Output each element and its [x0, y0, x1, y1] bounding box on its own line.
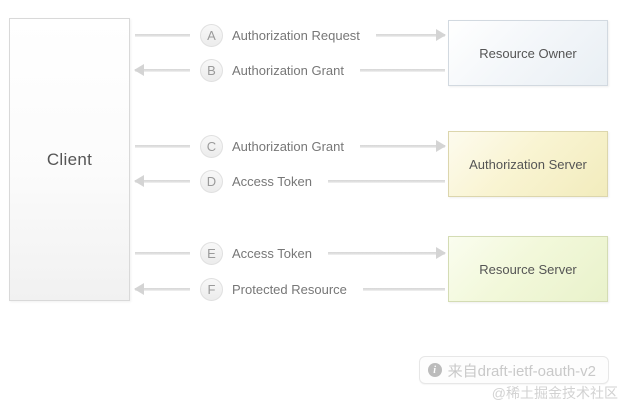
- arrow-right-icon: [360, 144, 445, 148]
- step-badge-a: A: [200, 23, 223, 47]
- step-badge-c: C: [200, 134, 223, 158]
- arrow-shaft-left: [135, 33, 190, 37]
- resource-owner-box: Resource Owner: [448, 20, 608, 86]
- flow-label: Access Token: [232, 173, 312, 189]
- step-letter: B: [207, 62, 216, 78]
- arrow-right-icon: [375, 33, 445, 37]
- arrow-left-icon: [135, 287, 190, 291]
- client-box: Client: [9, 18, 130, 301]
- flow-label: Authorization Request: [232, 27, 360, 43]
- step-letter: D: [206, 173, 217, 189]
- resource-server-box: Resource Server: [448, 236, 608, 302]
- arrow-shaft-left: [135, 144, 190, 148]
- flow-row-b: B Authorization Grant: [135, 58, 445, 82]
- flow-label: Authorization Grant: [232, 62, 345, 78]
- flow-row-f: F Protected Resource: [135, 277, 445, 301]
- client-box-label: Client: [46, 149, 93, 169]
- flow-label: Protected Resource: [232, 281, 347, 297]
- flow-row-d: D Access Token: [135, 169, 445, 193]
- arrow-shaft-right: [360, 68, 445, 72]
- step-badge-b: B: [200, 58, 223, 82]
- flow-row-e: E Access Token: [135, 241, 445, 265]
- info-icon: i: [427, 363, 442, 377]
- arrow-left-icon: [135, 179, 190, 183]
- step-badge-f: F: [200, 277, 223, 301]
- arrow-right-icon: [327, 251, 445, 255]
- step-letter: F: [207, 281, 216, 297]
- authorization-server-box: Authorization Server: [448, 131, 608, 197]
- step-badge-d: D: [200, 169, 223, 193]
- watermark-credit-text: @稀土掘金技术社区: [491, 385, 618, 400]
- flow-label: Authorization Grant: [232, 138, 345, 154]
- step-letter: C: [206, 138, 217, 154]
- resource-owner-label: Resource Owner: [479, 45, 577, 61]
- step-badge-e: E: [200, 241, 223, 265]
- watermark-source-text: 来自draft-ietf-oauth-v2: [447, 362, 596, 380]
- flow-row-c: C Authorization Grant: [135, 134, 445, 158]
- flow-row-a: A Authorization Request: [135, 23, 445, 47]
- step-letter: A: [207, 27, 216, 43]
- arrow-left-icon: [135, 68, 190, 72]
- resource-server-label: Resource Server: [479, 261, 577, 277]
- step-letter: E: [207, 245, 216, 261]
- arrow-shaft-left: [135, 251, 190, 255]
- arrow-shaft-right: [327, 179, 445, 183]
- authorization-server-label: Authorization Server: [469, 156, 587, 172]
- arrow-shaft-right: [362, 287, 445, 291]
- flow-label: Access Token: [232, 245, 312, 261]
- source-watermark-badge: i 来自draft-ietf-oauth-v2: [418, 356, 609, 384]
